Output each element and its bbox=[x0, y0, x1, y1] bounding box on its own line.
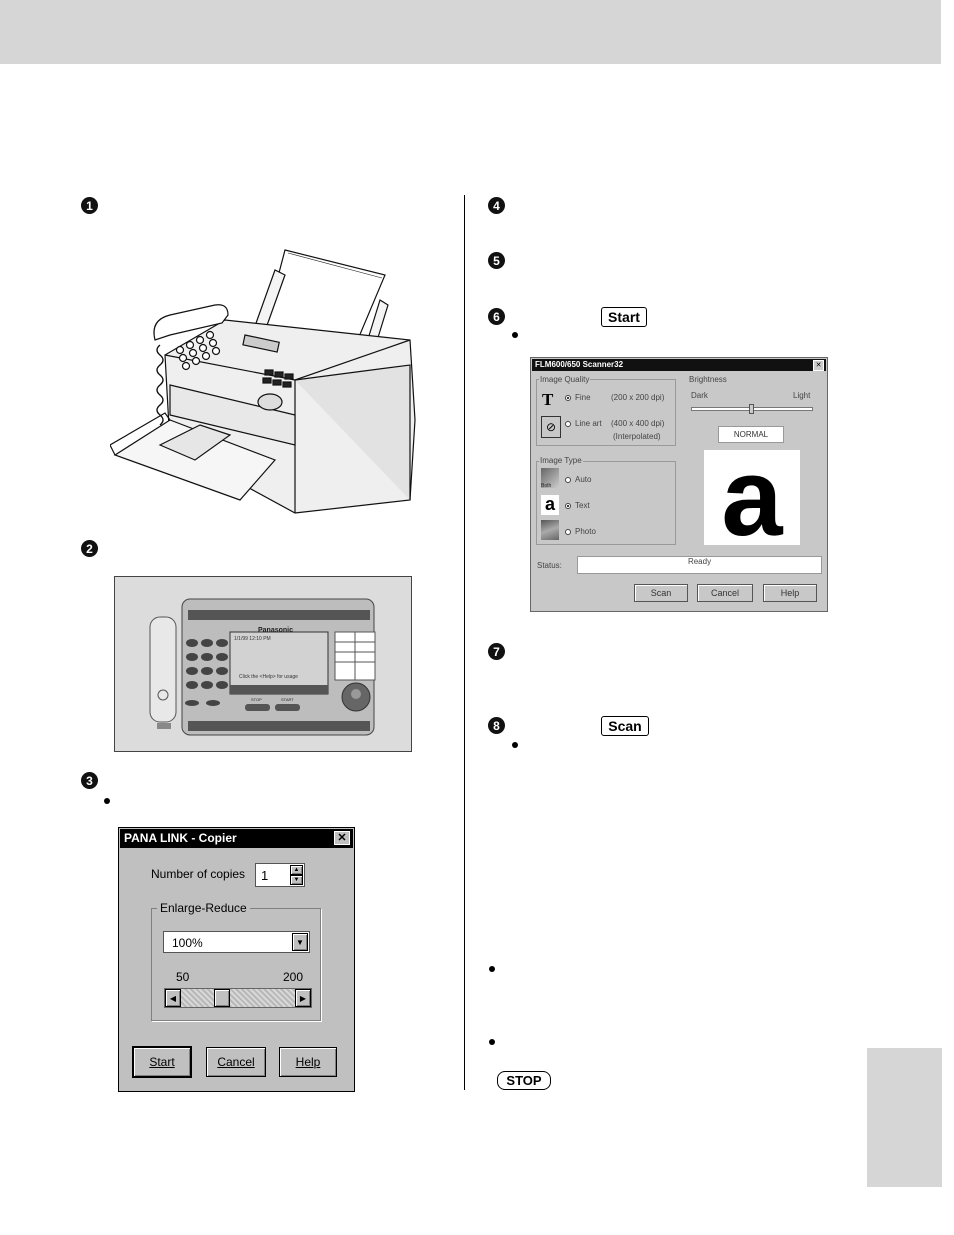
step-1-marker: 1 bbox=[81, 197, 98, 214]
status-value: Ready bbox=[577, 556, 822, 574]
interpolated-label: (Interpolated) bbox=[613, 432, 661, 441]
scanner-help-button[interactable]: Help bbox=[763, 584, 817, 602]
brightness-thumb[interactable] bbox=[749, 404, 754, 414]
bullet bbox=[512, 742, 518, 748]
copier-title: PANA LINK - Copier bbox=[120, 829, 353, 848]
bullet bbox=[489, 966, 495, 972]
close-icon[interactable]: ✕ bbox=[334, 831, 350, 845]
brightness-slider[interactable] bbox=[691, 404, 813, 414]
copier-dialog: PANA LINK - Copier ✕ Number of copies 1 … bbox=[118, 827, 355, 1092]
photo-label: Photo bbox=[575, 527, 596, 536]
bullet bbox=[104, 798, 110, 804]
copies-value: 1 bbox=[261, 868, 269, 883]
step-6-marker: 6 bbox=[488, 308, 505, 325]
scan-key: Scan bbox=[601, 716, 649, 736]
auto-radio[interactable] bbox=[565, 477, 571, 483]
fine-label: Fine bbox=[575, 393, 591, 402]
step-7-marker: 7 bbox=[488, 643, 505, 660]
panel-brand: Panasonic bbox=[258, 627, 294, 634]
light-label: Light bbox=[793, 391, 811, 400]
cancel-button[interactable]: Cancel bbox=[206, 1047, 266, 1077]
software-panel-screenshot: Panasonic 1/1/99 12:10 PM Click the <Hel… bbox=[114, 576, 412, 752]
zoom-slider-thumb[interactable] bbox=[213, 989, 230, 1007]
scan-button[interactable]: Scan bbox=[634, 584, 688, 602]
line-art-radio[interactable] bbox=[565, 421, 571, 427]
panel-time: 1/1/99 12:10 PM bbox=[234, 636, 271, 642]
step-3-marker: 3 bbox=[81, 772, 98, 789]
fine-dpi: (200 x 200 dpi) bbox=[611, 393, 665, 402]
line-art-icon: ⊘ bbox=[541, 416, 561, 438]
scanner-dialog: FLM600/650 Scanner32 ✕ Image Quality T F… bbox=[530, 357, 828, 612]
copies-label: Number of copies bbox=[151, 867, 246, 881]
software-panel-graphic bbox=[149, 598, 376, 736]
scanner-title: FLM600/650 Scanner32 bbox=[532, 359, 826, 371]
column-divider bbox=[464, 195, 465, 1090]
spin-down-icon[interactable]: ▼ bbox=[290, 875, 303, 885]
fine-quality-icon: T bbox=[542, 390, 554, 409]
step-5-marker: 5 bbox=[488, 252, 505, 269]
close-icon[interactable]: ✕ bbox=[813, 360, 824, 371]
line-art-dpi: (400 x 400 dpi) bbox=[611, 419, 665, 428]
bullet bbox=[512, 332, 518, 338]
dark-label: Dark bbox=[691, 391, 708, 400]
text-label: Text bbox=[575, 501, 590, 510]
slider-right-arrow-icon[interactable]: ▶ bbox=[295, 989, 311, 1007]
bullet bbox=[489, 1039, 495, 1045]
panel-hint: Click the <Help> for usage bbox=[239, 674, 298, 680]
photo-radio[interactable] bbox=[565, 529, 571, 535]
brightness-value: NORMAL bbox=[718, 426, 784, 443]
panel-stop-label: STOP bbox=[251, 697, 262, 702]
auto-type-icon bbox=[541, 468, 559, 488]
step-8-marker: 8 bbox=[488, 717, 505, 734]
scan-preview: a bbox=[704, 450, 800, 545]
step-2-marker: 2 bbox=[81, 540, 98, 557]
help-button[interactable]: Help bbox=[279, 1047, 337, 1077]
slider-max-label: 200 bbox=[283, 970, 304, 984]
line-art-label: Line art bbox=[575, 419, 602, 428]
enlarge-reduce-label: Enlarge-Reduce bbox=[157, 901, 250, 915]
image-quality-label: Image Quality bbox=[539, 375, 591, 384]
step-4-marker: 4 bbox=[488, 197, 505, 214]
slider-min-label: 50 bbox=[176, 970, 190, 984]
copies-spinner[interactable]: 1 ▲ ▼ bbox=[255, 863, 305, 887]
zoom-slider-track[interactable]: ◀ ▶ bbox=[164, 988, 312, 1008]
panel-start-label: START bbox=[281, 697, 294, 702]
fine-radio[interactable] bbox=[565, 395, 571, 401]
image-quality-group bbox=[536, 379, 676, 446]
auto-label: Auto bbox=[575, 475, 592, 484]
both-label: Both bbox=[541, 483, 552, 489]
start-button[interactable]: Start bbox=[133, 1047, 191, 1077]
text-type-icon: a bbox=[541, 495, 559, 515]
brightness-label: Brightness bbox=[689, 375, 727, 384]
fax-machine-illustration bbox=[110, 249, 416, 514]
image-type-label: Image Type bbox=[539, 456, 583, 465]
photo-type-icon bbox=[541, 520, 559, 540]
header-band bbox=[0, 0, 941, 64]
zoom-select[interactable]: 100% ▼ bbox=[163, 931, 310, 953]
spin-up-icon[interactable]: ▲ bbox=[290, 865, 303, 875]
image-type-group bbox=[536, 461, 676, 545]
side-tab bbox=[867, 1048, 942, 1187]
preview-letter: a bbox=[721, 450, 783, 545]
status-label: Status: bbox=[537, 561, 562, 570]
text-radio[interactable] bbox=[565, 503, 571, 509]
zoom-value: 100% bbox=[172, 936, 203, 950]
stop-key: STOP bbox=[497, 1071, 551, 1090]
slider-left-arrow-icon[interactable]: ◀ bbox=[165, 989, 181, 1007]
scanner-cancel-button[interactable]: Cancel bbox=[697, 584, 753, 602]
start-key: Start bbox=[601, 307, 647, 327]
chevron-down-icon[interactable]: ▼ bbox=[292, 933, 308, 951]
